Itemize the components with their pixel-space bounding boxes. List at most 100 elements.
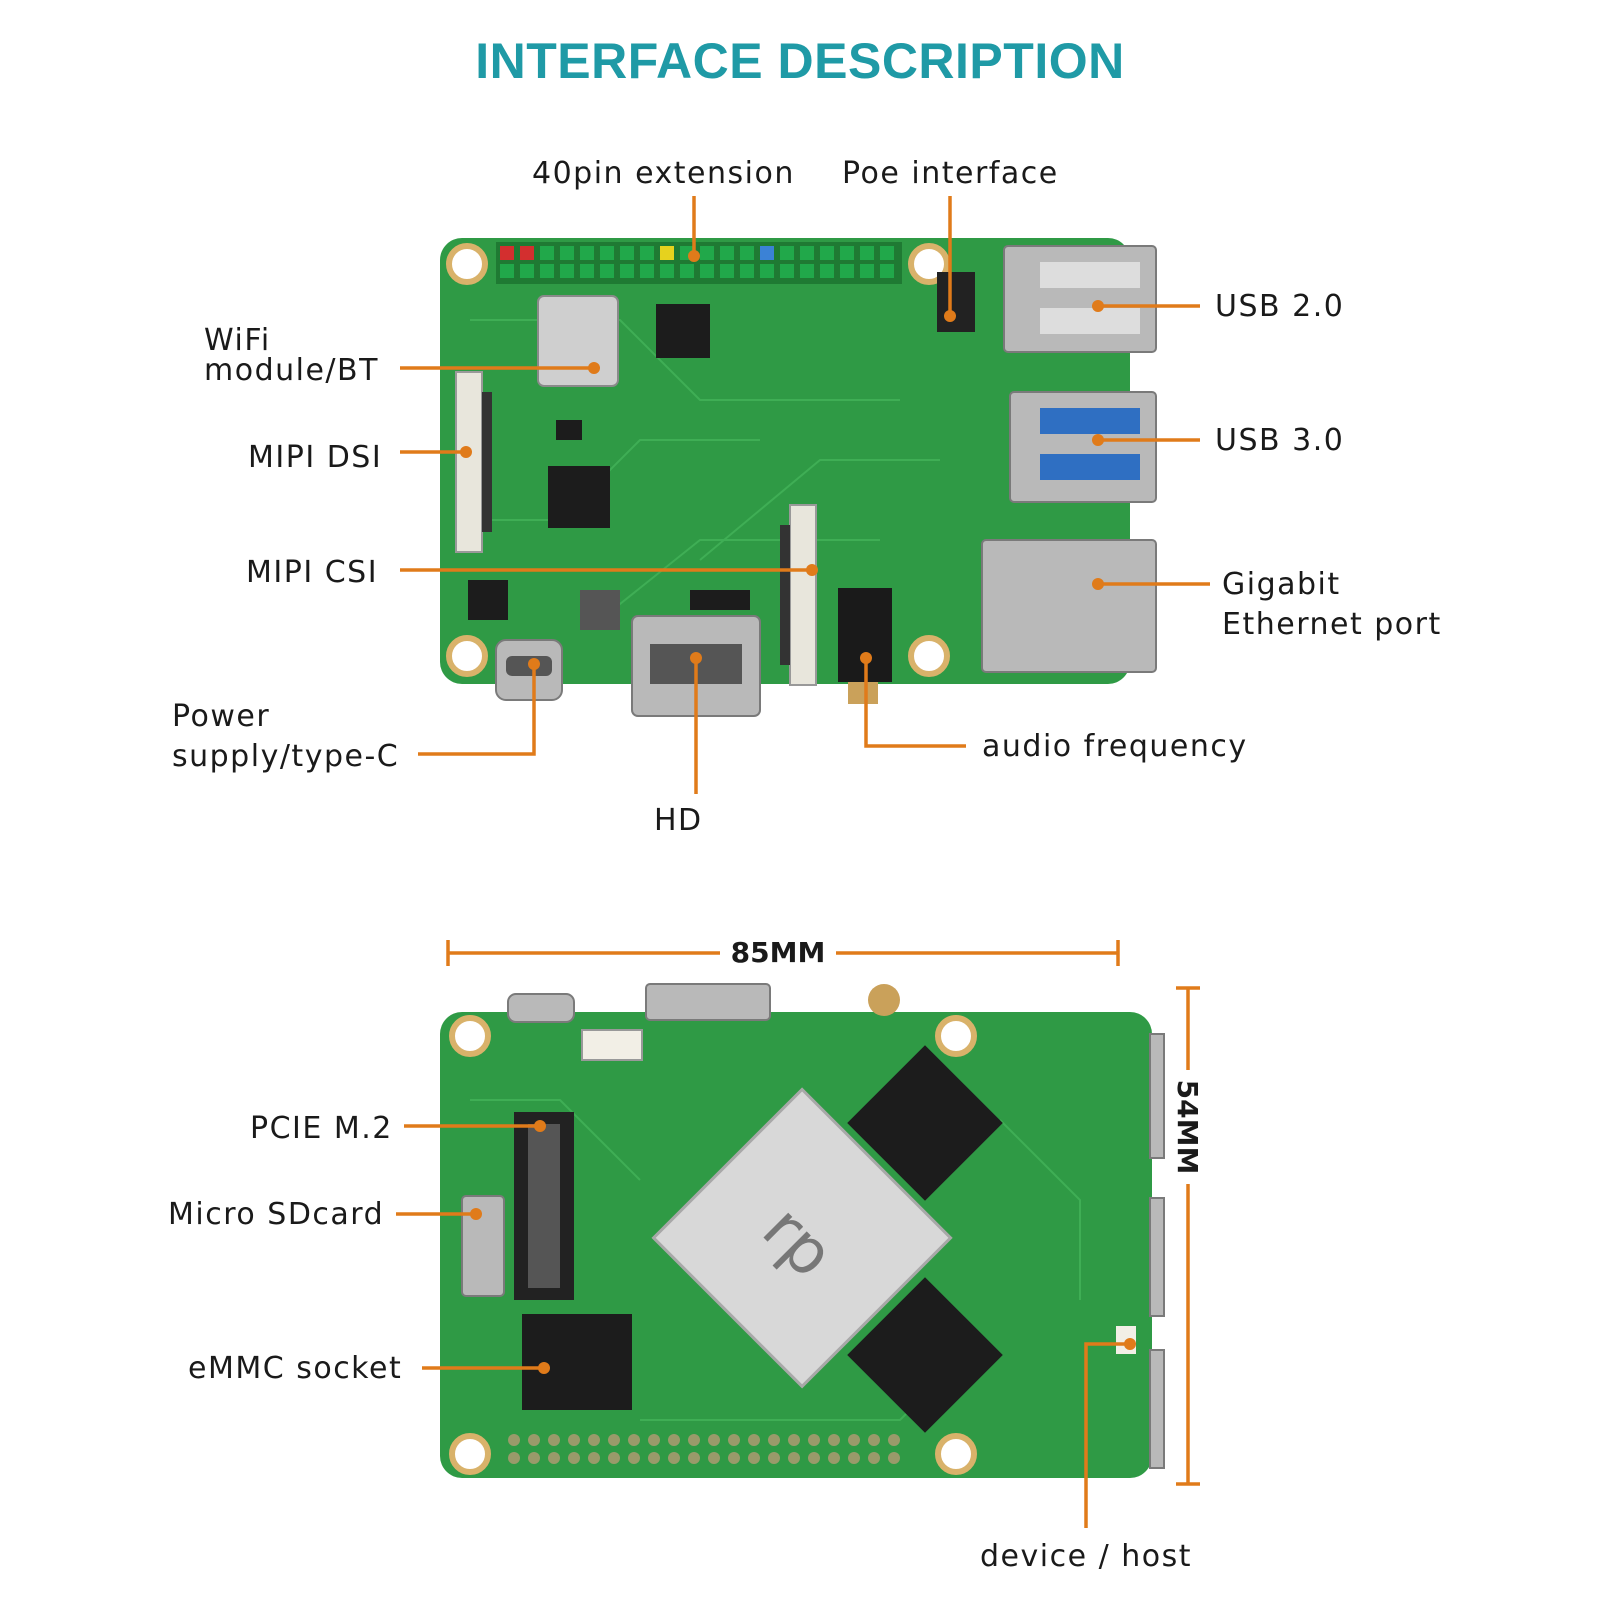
mounting-hole — [935, 1015, 977, 1057]
header-pin — [660, 246, 674, 260]
gpio-pad — [808, 1452, 820, 1464]
header-pin — [740, 264, 754, 278]
header-pin — [560, 246, 574, 260]
bottom-leaders — [396, 1120, 1136, 1528]
pcb-trace — [470, 1099, 641, 1181]
header-pin — [740, 246, 754, 260]
usb2-slot-lower — [1040, 308, 1140, 334]
header-pin — [580, 246, 594, 260]
gpio-pad — [868, 1434, 880, 1446]
gpio-pad — [768, 1434, 780, 1446]
leader-dot — [944, 310, 956, 322]
header-pin — [880, 264, 894, 278]
header-pin — [860, 264, 874, 278]
header-pin — [800, 264, 814, 278]
gpio-pad — [588, 1434, 600, 1446]
gpio-pad — [788, 1434, 800, 1446]
header-pin — [660, 264, 674, 278]
header-pin — [580, 264, 594, 278]
header-pin — [620, 264, 634, 278]
gpio-pad — [628, 1452, 640, 1464]
label-audio-frequency: audio frequency — [982, 729, 1248, 764]
header-pin — [600, 264, 614, 278]
header-pin — [720, 264, 734, 278]
gpio-pad — [808, 1434, 820, 1446]
gpio-header — [496, 242, 902, 284]
bottom-audio-jack — [868, 984, 900, 1016]
usb3-slot-lower — [1040, 454, 1140, 480]
gpio-pad — [788, 1452, 800, 1464]
gpio-pads — [508, 1434, 900, 1464]
header-pin — [840, 264, 854, 278]
header-pin — [700, 264, 714, 278]
leader-dot — [1092, 578, 1104, 590]
header-pin — [600, 246, 614, 260]
leader-dot — [1092, 434, 1104, 446]
gpio-pad — [568, 1434, 580, 1446]
gpio-pad — [508, 1452, 520, 1464]
leader-dot — [806, 564, 818, 576]
label-power-line1: Power — [172, 699, 270, 734]
gpio-pad — [608, 1434, 620, 1446]
gpio-pad — [728, 1452, 740, 1464]
gpio-pad — [768, 1452, 780, 1464]
audio-jack-ring — [848, 682, 878, 704]
gpio-pad — [668, 1452, 680, 1464]
mipi-dsi-connector — [455, 371, 483, 553]
label-hd: HD — [654, 803, 703, 838]
label-gigabit-line1: Gigabit — [1222, 567, 1341, 602]
label-mipi-csi: MIPI CSI — [246, 555, 378, 590]
label-wifi-line2: module/BT — [204, 353, 379, 388]
header-pin — [860, 246, 874, 260]
mounting-hole — [449, 1015, 491, 1057]
header-pin — [680, 264, 694, 278]
gpio-pad — [648, 1434, 660, 1446]
gpio-pad — [748, 1434, 760, 1446]
label-85mm: 85MM — [731, 936, 826, 969]
ram-chip — [847, 1045, 1003, 1201]
gpio-pad — [848, 1434, 860, 1446]
label-40pin-extension: 40pin extension — [532, 156, 795, 191]
top-leaders — [400, 196, 1210, 794]
gpio-pad — [528, 1452, 540, 1464]
header-pin — [640, 264, 654, 278]
header-pin — [720, 246, 734, 260]
header-pin — [700, 246, 714, 260]
leader-line — [864, 658, 966, 748]
label-micro-sdcard: Micro SDcard — [168, 1197, 384, 1232]
mounting-hole — [446, 243, 488, 285]
gpio-pad — [628, 1434, 640, 1446]
chip — [556, 420, 582, 440]
label-emmc-socket: eMMC socket — [188, 1351, 402, 1386]
chip — [548, 466, 610, 528]
board-top — [440, 238, 1157, 717]
fan-connector — [581, 1029, 643, 1061]
pcb-trace — [999, 1119, 1081, 1300]
gpio-pad — [548, 1452, 560, 1464]
wifi-module — [537, 295, 619, 387]
usb2-slot-upper — [1040, 262, 1140, 288]
gpio-pad — [508, 1434, 520, 1446]
gpio-pad — [688, 1434, 700, 1446]
header-pins — [500, 246, 894, 278]
ram-chip — [847, 1277, 1003, 1433]
leader-dot — [690, 652, 702, 664]
poe-pins — [937, 272, 975, 332]
header-pin — [840, 246, 854, 260]
mounting-hole — [449, 1433, 491, 1475]
edge-connector — [1149, 1197, 1165, 1317]
header-pin — [640, 246, 654, 260]
header-pin — [780, 246, 794, 260]
gpio-pad — [828, 1434, 840, 1446]
mounting-hole — [908, 635, 950, 677]
leader-dot — [688, 250, 700, 262]
dimension-width: 85MM — [446, 936, 1120, 969]
dimension-height: 54MM — [1171, 986, 1204, 1486]
gpio-pad — [708, 1434, 720, 1446]
usb3-slot-upper — [1040, 408, 1140, 434]
header-pin — [620, 246, 634, 260]
label-usb2: USB 2.0 — [1215, 289, 1344, 324]
gpio-pad — [748, 1452, 760, 1464]
header-pin — [820, 246, 834, 260]
